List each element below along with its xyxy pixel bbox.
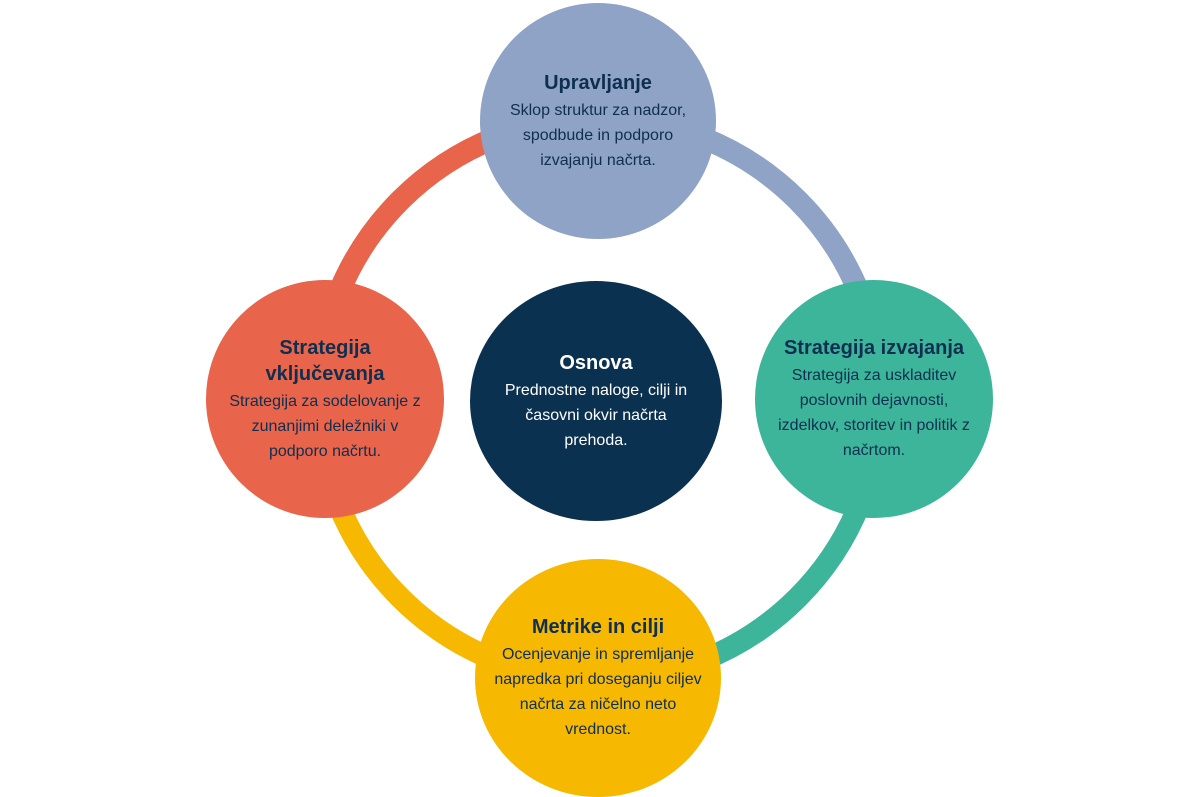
- governance-node: Upravljanje Sklop struktur za nadzor, sp…: [480, 3, 716, 239]
- implementation-strategy-title: Strategija izvajanja: [783, 337, 965, 359]
- engagement-strategy-title: Strategija vključevanja: [265, 336, 385, 385]
- engagement-strategy-description: Strategija za sodelovanje z zunanjimi de…: [229, 392, 421, 460]
- foundation-description: Prednostne naloge, cilji in časovni okvi…: [504, 381, 688, 449]
- implementation-strategy-node: Strategija izvajanja Strategija za uskla…: [755, 280, 993, 518]
- foundation-node: Osnova Prednostne naloge, cilji in časov…: [470, 281, 722, 521]
- metrics-targets-node: Metrike in cilji Ocenjevanje in spremlja…: [475, 559, 721, 797]
- foundation-title: Osnova: [559, 351, 633, 374]
- metrics-targets-description: Ocenjevanje in spremljanje napredka pri …: [494, 646, 702, 738]
- engagement-strategy-node: Strategija vključevanja Strategija za so…: [206, 280, 444, 518]
- governance-title: Upravljanje: [544, 71, 652, 94]
- governance-description: Sklop struktur za nadzor, spodbude in po…: [509, 101, 687, 169]
- metrics-targets-title: Metrike in cilji: [531, 616, 665, 638]
- implementation-strategy-description: Strategija za uskladitev poslovnih dejav…: [778, 367, 970, 459]
